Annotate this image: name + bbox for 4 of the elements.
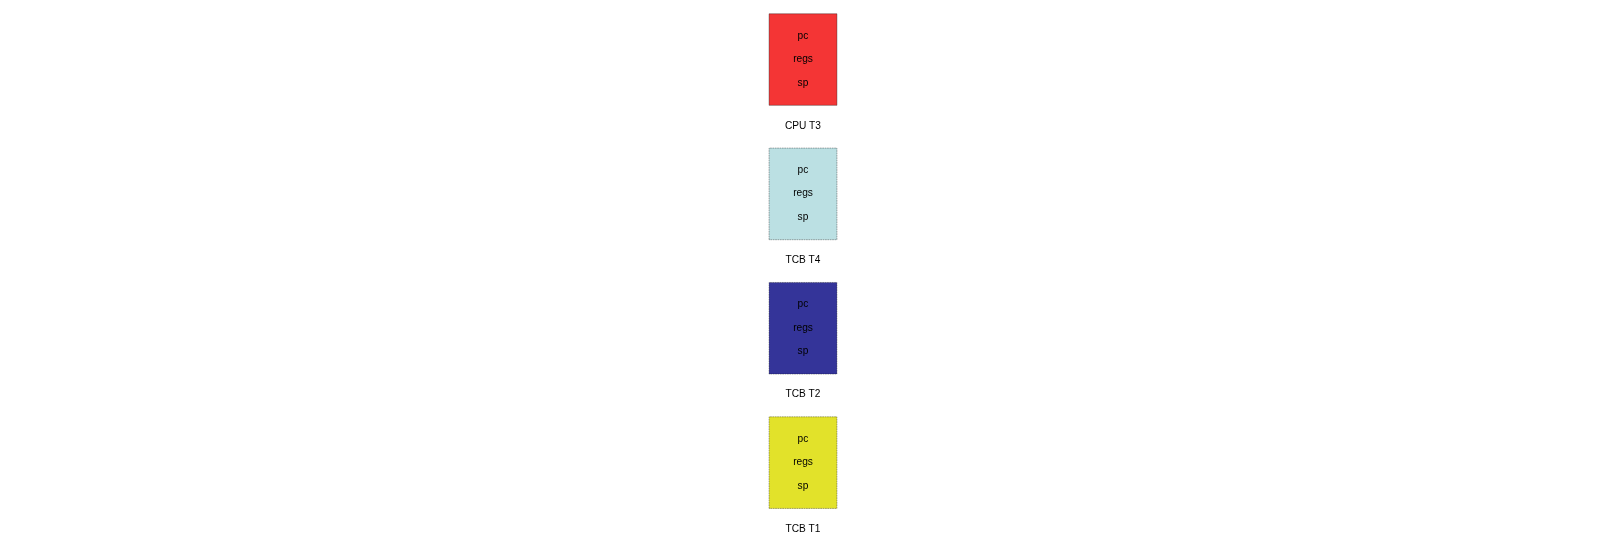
node-label: CPU T3 bbox=[785, 119, 821, 131]
node-label: TCB T1 bbox=[785, 522, 821, 534]
node-label: TCB T4 bbox=[785, 254, 821, 266]
node-label: TCB T2 bbox=[785, 388, 821, 400]
